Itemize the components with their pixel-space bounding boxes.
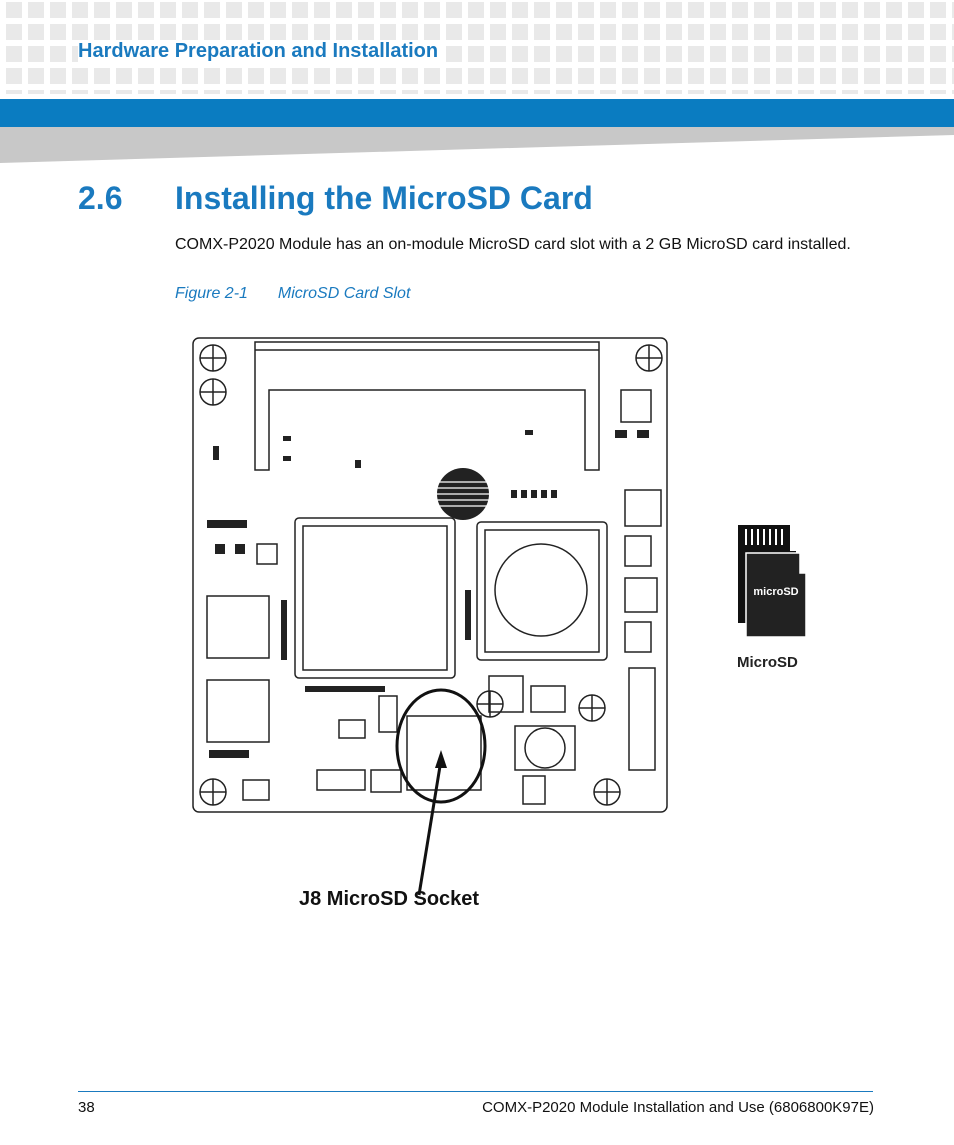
section-number: 2.6 [78,180,123,216]
card-caption: MicroSD [737,654,798,671]
left-chip-2 [206,679,270,743]
footer-doc-title: COMX-P2020 Module Installation and Use (… [482,1099,874,1116]
figure-caption: Figure 2-1 MicroSD Card Slot [175,285,410,303]
socket-callout-label: J8 MicroSD Socket [299,888,480,910]
mounting-hole-tr [635,344,663,372]
board-figure [192,337,668,896]
mounting-hole-tl [199,344,227,372]
header-gray-wedge [0,127,954,163]
cpu-chip [294,517,456,679]
mounting-hole-mid [578,694,606,722]
mounting-hole-tl2 [199,378,227,406]
microsd-socket [406,715,482,791]
figure-title: MicroSD Card Slot [277,285,411,302]
header-pattern [0,0,954,96]
mounting-hole-lowmid [476,690,504,718]
running-head: Hardware Preparation and Installation [78,40,445,63]
board-outline [192,337,668,813]
mounting-hole-br [593,778,621,806]
left-chip-1 [206,595,270,659]
memory-chip [476,521,608,661]
footer-rule [78,1091,873,1092]
callout-arrowhead [435,750,447,768]
callout-arrow-line [417,759,443,896]
mounting-hole-bl [199,778,227,806]
header-blue-bar [0,99,954,127]
heatsink [437,468,489,520]
board-connector [254,341,600,471]
figure-label: Figure 2-1 [175,285,248,302]
section-title: Installing the MicroSD Card [175,180,593,216]
microsd-card-illustration: microSD [738,525,807,638]
card-text: microSD [753,586,798,598]
page-number: 38 [78,1099,95,1116]
socket-highlight-circle [395,688,487,804]
section-body: COMX-P2020 Module has an on-module Micro… [175,236,851,253]
